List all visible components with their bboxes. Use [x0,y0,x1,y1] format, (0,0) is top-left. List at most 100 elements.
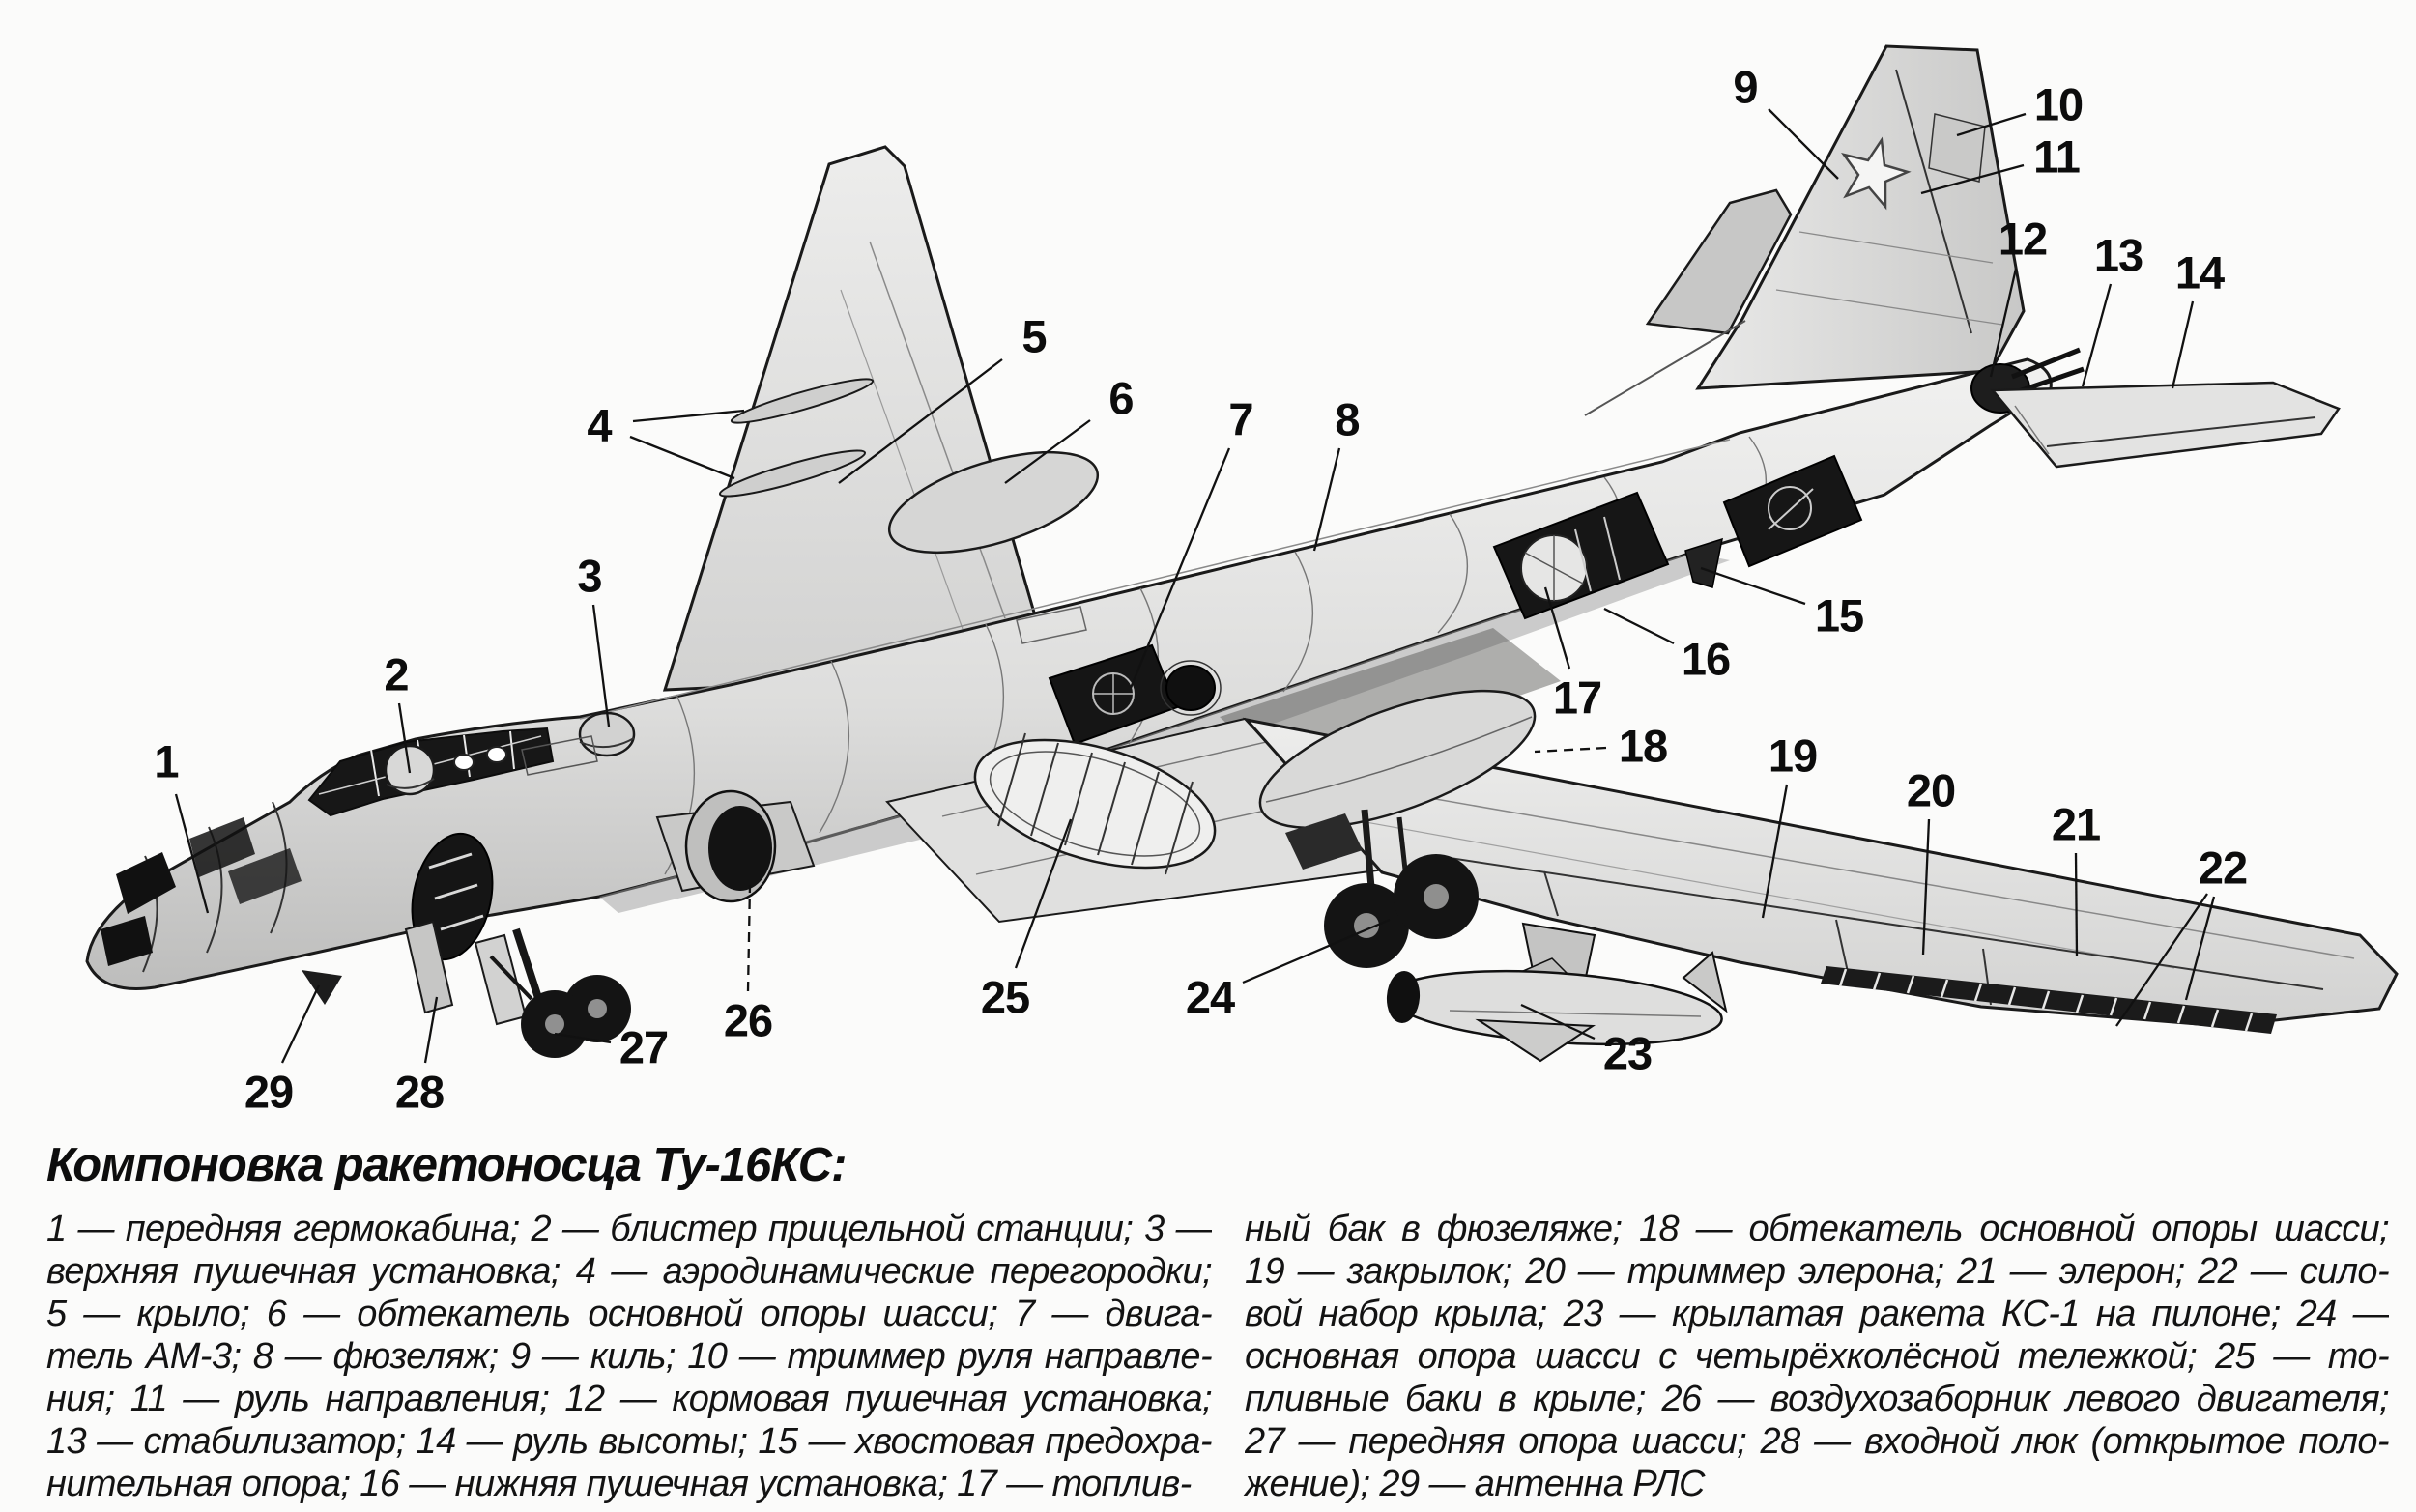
legend-line: 5 — крыло; 6 — обтекатель основной опоры… [46,1294,1212,1334]
leader-line [280,984,321,1064]
legend-line: верхняя пушечная установка; 4 — аэродина… [46,1251,1212,1292]
wing-fence [730,378,875,424]
right-gear-pod [1258,689,1537,830]
leader-line [591,604,611,727]
callout-number: 21 [2051,798,2101,850]
callout-number: 15 [1814,589,1864,642]
star-insignia-icon [1841,136,1912,211]
right-stabilizer [1990,381,2341,469]
callout-number: 16 [1681,633,1731,685]
callout-number: 6 [1108,372,1134,424]
legend: Компоновка ракетоносца Ту-16КС: 1 — пере… [46,1138,2389,1505]
callout-number: 12 [1998,213,2048,265]
leader-line [632,409,745,423]
missile-fin [1682,951,1728,1013]
main-gear-bogie [1285,809,1479,968]
callout-number: 24 [1185,971,1235,1023]
legend-line: ния; 11 — руль направления; 12 — кормова… [46,1379,1212,1419]
leader-line [1989,268,2018,378]
leader-line [1603,607,1675,645]
callout-number: 22 [2198,842,2248,894]
callout-number: 1 [154,735,179,787]
nose-glazing [101,801,302,973]
legend-line: пливные баки в крыле; 26 — воздухозаборн… [1245,1379,2389,1419]
fuselage-panel [521,735,598,776]
leader-line [838,358,1003,484]
leader-line [1700,566,1806,606]
leader-line [554,1032,612,1044]
callout-number: 19 [1768,729,1818,782]
callout-number: 26 [723,994,773,1046]
leader-line [629,435,735,480]
wing-rib-band [1821,966,2277,1034]
leader-line [1921,818,1931,956]
porthole [486,746,507,763]
leader-line [2074,852,2079,956]
wing-fence [718,449,867,498]
legend-line: 1 — передняя гермокабина; 2 — блистер пр… [46,1209,1212,1249]
legend-line: 19 — закрылок; 20 — триммер элерона; 21 … [1245,1251,2389,1292]
legend-line: 27 — передняя опора шасси; 28 — входной … [1245,1421,2389,1462]
callout-number: 20 [1906,764,1956,816]
leader-line [423,996,439,1064]
callout-number: 29 [244,1066,294,1118]
callout-number: 18 [1618,720,1668,772]
callout-number: 9 [1733,61,1758,113]
callout-number: 25 [980,971,1030,1023]
leader-line [1312,447,1341,552]
legend-line: нительная опора; 16 — нижняя пушечная ус… [46,1464,1192,1504]
callout-number: 5 [1021,310,1047,362]
entry-hatch-open [404,832,494,1014]
callout-number: 8 [1335,393,1360,445]
legend-title: Компоновка ракетоносца Ту-16КС: [46,1139,847,1191]
leader-line [397,702,412,774]
missile-intake [1386,971,1421,1023]
flap-aileron-hinge [1449,857,2324,990]
left-engine-intake [655,789,816,903]
callout-number: 2 [384,648,409,700]
callout-number: 23 [1602,1027,1653,1079]
ks1-missile [1386,922,1728,1063]
callout-number: 7 [1228,393,1253,445]
leader-line [1543,586,1571,670]
legend-line: основная опора шасси с четырёхколёсной т… [1245,1336,2389,1377]
leader-line [2184,896,2216,1001]
callout-number: 17 [1552,671,1602,724]
missile-wing [1475,1018,1596,1063]
callout-number: 28 [394,1066,445,1118]
wing-fuel-bay-opening [973,738,1217,870]
vertical-fin [1695,44,2026,390]
radar-antenna [302,970,342,1005]
leader-line [746,884,752,992]
leader-line [1920,163,2025,195]
leader-line [1761,784,1789,919]
callout-number: 3 [577,550,602,602]
legend-line: 13 — стабилизатор; 14 — руль высоты; 15 … [46,1421,1212,1462]
callout-number: 10 [2033,78,2084,130]
leader-line [1956,112,2027,137]
callout-number: 27 [618,1021,669,1073]
tu16-cutaway-drawing [85,44,2399,1063]
legend-column-right: ный бак в фюзеляже; 18 — обтекатель осно… [1245,1208,2389,1505]
engine-cutaway [1048,643,1222,746]
right-wing [1242,717,2399,1034]
lower-gun-turret [1722,454,1863,568]
leader-line [174,793,210,914]
legend-column-left: 1 — передняя гермокабина; 2 — блистер пр… [46,1208,1212,1505]
fuel-tank-bay [1492,491,1670,620]
leader-line [1242,918,1391,984]
legend-line: ный бак в фюзеляже; 18 — обтекатель осно… [1245,1209,2389,1249]
callout-leaders [174,108,2216,1064]
legend-line: тель АМ-3; 8 — фюзеляж; 9 — киль; 10 — т… [46,1336,1212,1377]
leader-line [1768,108,1839,180]
nose-gear [474,927,631,1058]
leader-line [2171,300,2195,389]
tail-bumper [1684,537,1723,588]
left-wing [662,145,1100,692]
callout-number: 11 [2033,130,2081,183]
wing-centre-section [885,717,1387,924]
leader-line [1004,419,1091,484]
engine-exhaust [1165,665,1216,711]
